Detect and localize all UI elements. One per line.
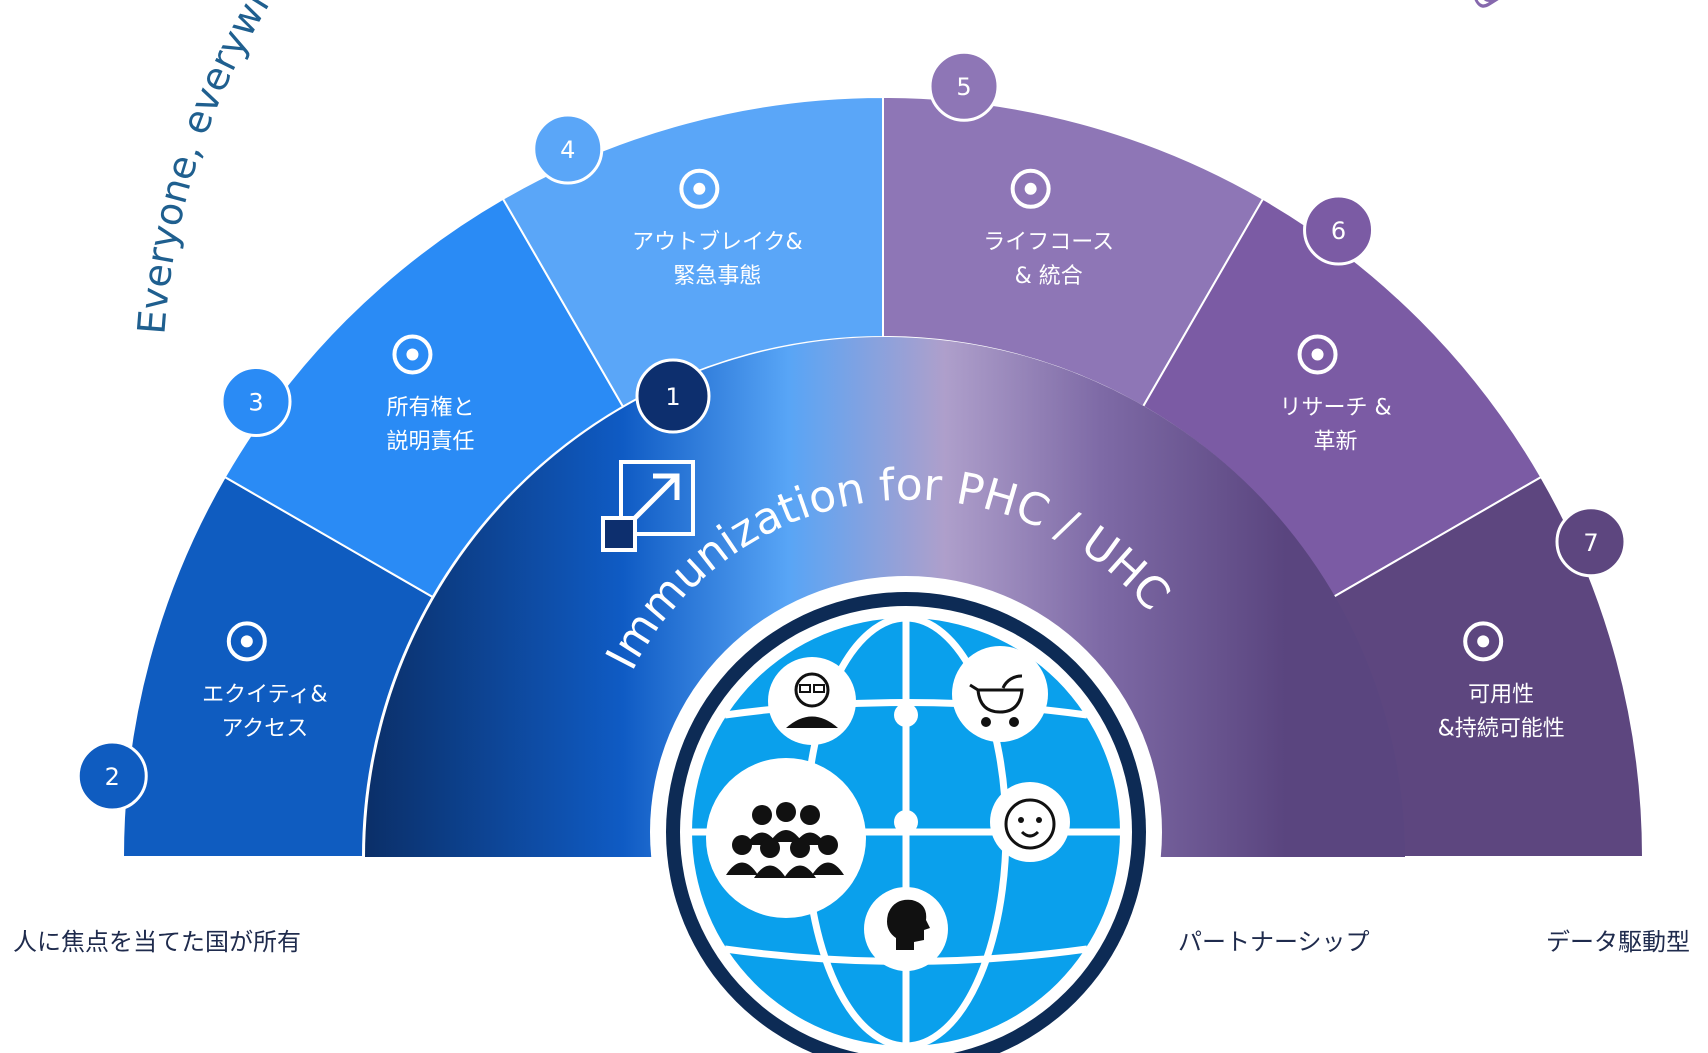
lightbulb-icon (1297, 334, 1338, 375)
baby-stroller-icon (952, 646, 1048, 742)
elderly-person-icon (768, 657, 856, 745)
footer-partnership: パートナーシップ (1178, 928, 1370, 956)
expand-arrow-icon (601, 460, 695, 552)
badge-5: 5 (928, 50, 1000, 122)
life-cycle-icon (1010, 168, 1051, 209)
badge-7: 7 (1555, 506, 1627, 578)
segment-6: リサーチ & 革新 6 (1141, 194, 1543, 599)
segment-label-4-line1: アウトブレイク& (632, 230, 803, 255)
badge-number-5: 5 (956, 73, 971, 101)
segment-label-7-line2: &持続可能性 (1438, 716, 1565, 741)
badge-number-3: 3 (248, 388, 263, 416)
svg-text:1: 1 (665, 383, 680, 411)
segment-label-6-line2: 革新 (1314, 429, 1358, 454)
segment-label-7-line1: 可用性 (1468, 682, 1534, 707)
badge-number-7: 7 (1583, 529, 1598, 557)
segment-label-5-line2: & 統合 (1015, 264, 1083, 289)
segment-label-3-line2: 説明責任 (386, 429, 474, 454)
baby-face-icon (990, 782, 1070, 862)
badge-6: 6 (1303, 194, 1375, 266)
community-group-icon (706, 758, 866, 918)
segment-2: エクイティ&アクセス 2 (76, 475, 435, 858)
segment-label-4-line2: 緊急事態 (673, 264, 761, 289)
network-people-icon (226, 621, 267, 662)
shield-star-icon (1463, 621, 1504, 662)
footer-person-centered: 人に焦点を当てた国が所有 (13, 928, 301, 956)
badge-2: 2 (76, 740, 148, 812)
badge-1: 1 (635, 358, 711, 434)
badge-number-4: 4 (560, 136, 575, 164)
footer-data-driven: データ駆動型 (1546, 928, 1690, 956)
segment-label-5-line1: ライフコース (983, 230, 1114, 255)
checklist-icon (392, 334, 433, 375)
globe-illustration (650, 576, 1162, 1053)
segment-label-3-line1: 所有権と (386, 395, 474, 420)
badge-number-6: 6 (1331, 217, 1346, 245)
segment-7: 可用性&持続可能性 7 (1331, 475, 1645, 858)
segment-label-2-line1: エクイティ& (202, 682, 327, 707)
badge-number-2: 2 (105, 763, 120, 791)
badge-4: 4 (532, 113, 604, 185)
segment-label-2-line2: アクセス (221, 716, 308, 741)
badge-3: 3 (220, 365, 292, 437)
segment-label-6-line1: リサーチ & (1279, 395, 1391, 420)
segment-4: アウトブレイク&緊急事態 4 (501, 95, 884, 409)
person-head-icon (864, 887, 948, 971)
warning-triangle-icon (679, 168, 720, 209)
